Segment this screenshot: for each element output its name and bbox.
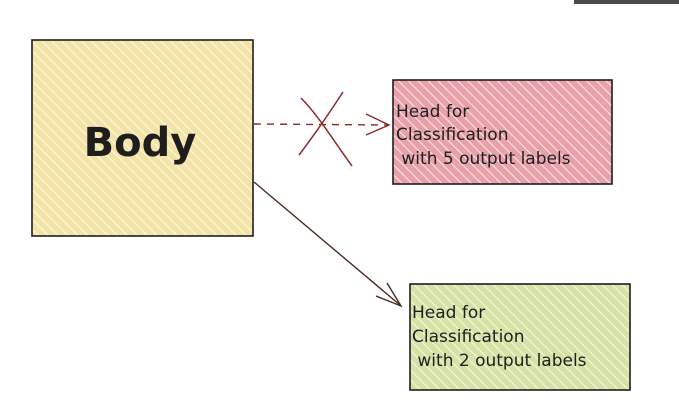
head-removed-box[interactable]: Head for Classification with 5 output la… — [392, 79, 613, 185]
head-new-border — [409, 283, 631, 391]
solid-arrow-new — [253, 181, 403, 308]
head-new-box[interactable]: Head for Classification with 2 output la… — [409, 283, 631, 391]
head-new-line-1: Head for — [412, 303, 485, 323]
solid-arrow-head — [375, 282, 403, 308]
head-removed-line-1: Head for — [396, 102, 469, 122]
head-removed-border — [392, 79, 613, 185]
head-new-line-2: Classification — [412, 327, 524, 347]
head-removed-line-2: Classification — [396, 125, 508, 145]
head-new-line-3: with 2 output labels — [412, 351, 587, 371]
head-removed-line-3: with 5 output labels — [396, 149, 571, 169]
dashed-arrow-head — [365, 113, 391, 136]
head-new-hatch — [410, 284, 630, 390]
body-box-border — [31, 39, 254, 237]
body-label: Body — [84, 120, 197, 166]
body-box-hatch — [32, 40, 253, 236]
solid-arrow-line — [253, 181, 401, 306]
head-removed-hatch — [393, 80, 612, 184]
cross-mark-icon — [298, 91, 353, 167]
corner-bar — [574, 0, 679, 4]
body-box[interactable]: Body — [31, 39, 254, 237]
